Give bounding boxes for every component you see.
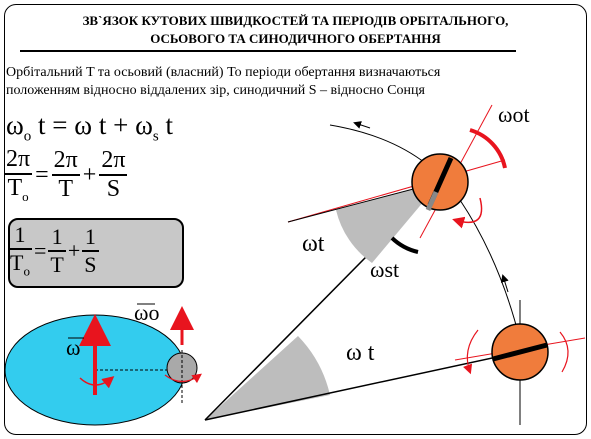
lower-planet-spin-arrow-right <box>559 331 569 373</box>
label-rotation-angle: ωot <box>498 102 530 127</box>
label-orbital-angle-lower: ω t <box>346 340 375 366</box>
equation-angles: ωo t = ω t + ωs t <box>6 110 173 145</box>
frac-1-T: 1 T <box>48 223 66 277</box>
description-line-2: положенням відносно віддалених зір, сино… <box>6 83 425 98</box>
frac-2pi-S: 2π S <box>99 147 128 203</box>
orbit-direction-arrow-1 <box>353 121 371 129</box>
orbital-rotation-arrow <box>79 376 115 389</box>
upper-planet-marker-gray <box>425 190 439 212</box>
frac-2pi-To: 2π To <box>4 146 33 204</box>
title-line-2: ОСЬОВОГО ТА СИНОДИЧНОГО ОБЕРТАННЯ <box>150 31 441 46</box>
frac-1-S: 1 S <box>82 223 99 277</box>
orbit-direction-arrow-2 <box>500 274 509 293</box>
frac-2pi-T: 2π T <box>51 147 80 203</box>
title-underline <box>20 50 516 52</box>
rotation-angle-arc <box>469 128 507 169</box>
title-line-1: ЗВ`ЯЗОК КУТОВИХ ШВИДКОСТЕЙ ТА ПЕРІОДІВ О… <box>82 13 509 28</box>
equation-2pi: 2π To = 2π T + 2π S <box>4 146 128 204</box>
label-synodic-angle: ωst <box>370 257 400 282</box>
lower-planet-marker <box>492 342 548 362</box>
label-orbital-angle-upper: ωt <box>302 231 325 257</box>
label-omega-vector: ω <box>66 335 81 360</box>
description-line-1: Орбітальний T та осьовий (власний) To пе… <box>6 65 441 80</box>
equation-reciprocal: 1 To = 1 T + 1 S <box>8 222 99 279</box>
lower-planet-spin-arrow-left <box>463 329 479 375</box>
upper-planet-spin-arrow <box>452 197 483 229</box>
label-omega-o-vector: ωo <box>134 300 160 325</box>
lower-angle-sector <box>205 336 330 420</box>
boxed-equation-background <box>8 218 184 288</box>
frac-1-To: 1 To <box>8 222 32 279</box>
small-planet-spin-arrow <box>164 373 202 384</box>
star-direction-line-upper <box>287 159 506 223</box>
synodic-angle-arc <box>390 236 419 254</box>
upper-angle-sector <box>336 182 440 263</box>
